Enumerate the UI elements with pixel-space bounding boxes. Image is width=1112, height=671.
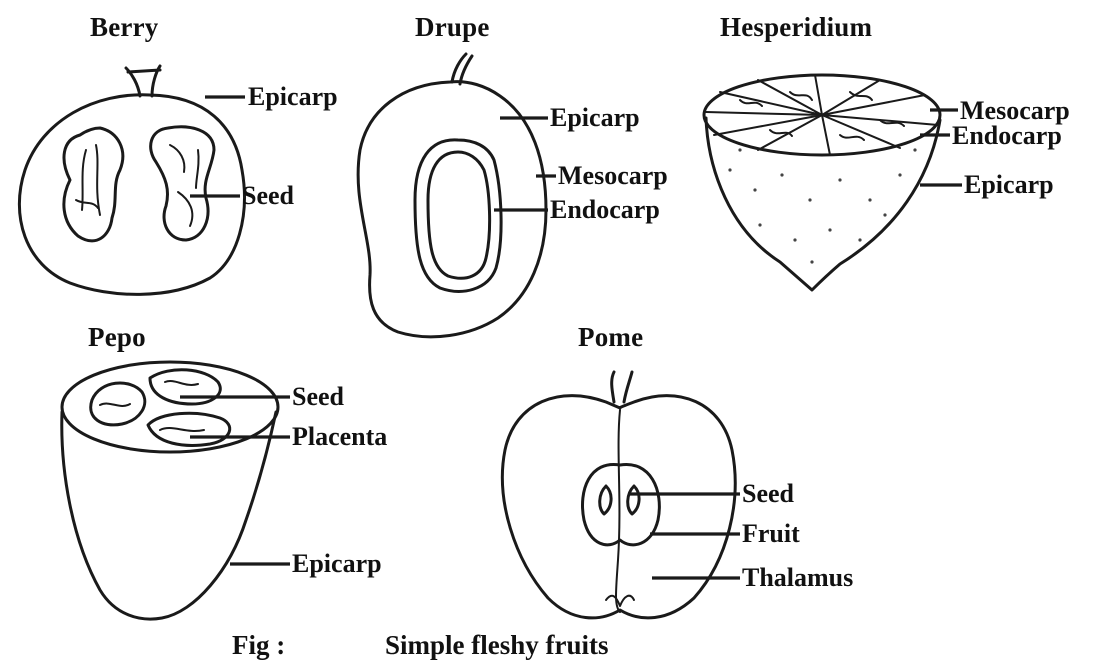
hesperidium-drawing [704,75,940,290]
berry-title: Berry [90,12,158,43]
drupe-endocarp-label: Endocarp [550,197,660,223]
pepo-drawing [62,362,278,619]
berry-seed-label: Seed [242,183,294,209]
berry-drawing [19,66,244,294]
pome-title: Pome [578,322,643,353]
pepo-title: Pepo [88,322,146,353]
drupe-drawing [358,54,546,337]
pepo-epicarp-label: Epicarp [292,551,382,577]
hesperidium-title: Hesperidium [720,12,872,43]
drupe-epicarp-label: Epicarp [550,105,640,131]
pepo-placenta-label: Placenta [292,424,387,450]
hesperidium-endocarp-label: Endocarp [952,123,1062,149]
hesperidium-epicarp-label: Epicarp [964,172,1054,198]
pome-seed-label: Seed [742,481,794,507]
pepo-seed-label: Seed [292,384,344,410]
pome-thalamus-label: Thalamus [742,565,853,591]
drupe-mesocarp-label: Mesocarp [558,163,668,189]
drupe-title: Drupe [415,12,490,43]
pome-fruit-label: Fruit [742,521,800,547]
berry-epicarp-label: Epicarp [248,84,338,110]
figure-caption-title: Simple fleshy fruits [385,630,609,661]
figure-caption-prefix: Fig : [232,630,285,661]
